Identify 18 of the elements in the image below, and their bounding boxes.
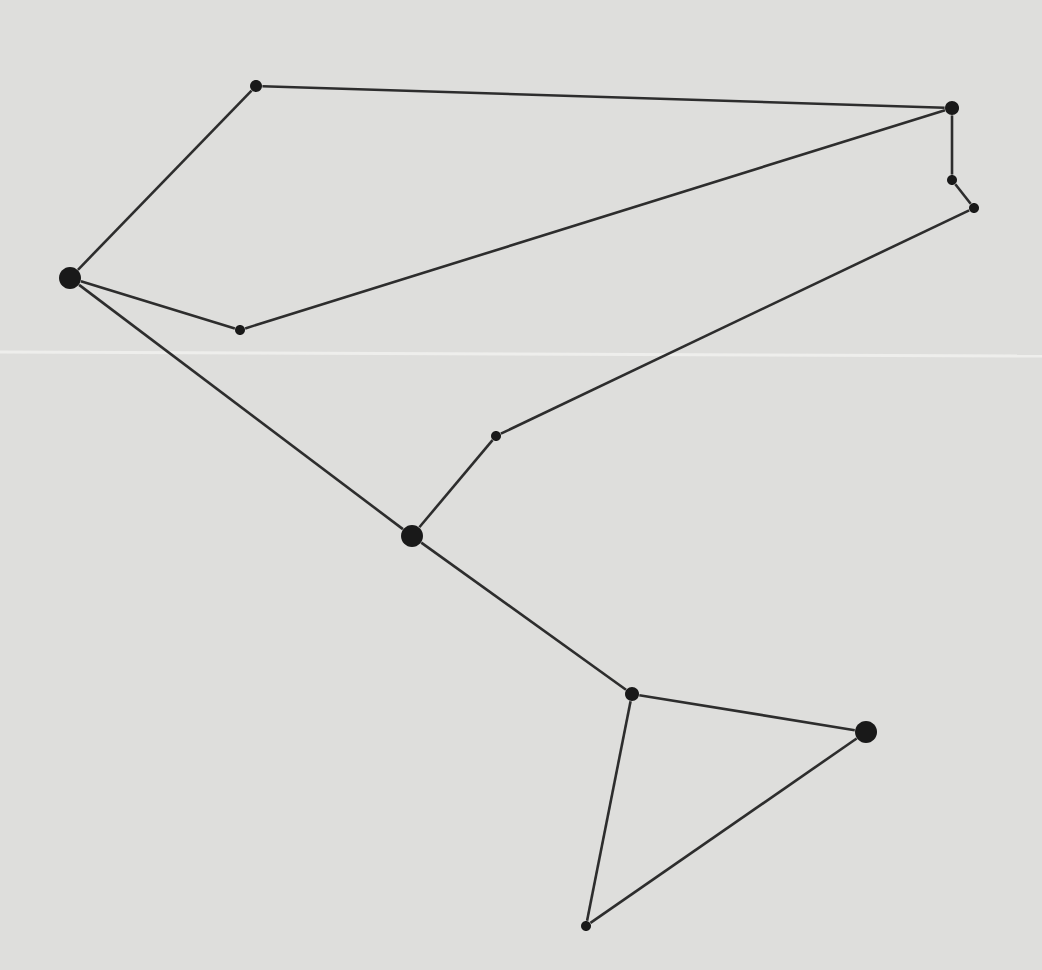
edge-line xyxy=(950,115,954,175)
edge-line xyxy=(639,693,855,732)
vertex-dot xyxy=(855,721,877,743)
vertex-dot xyxy=(401,525,423,547)
vertex-dot xyxy=(59,267,81,289)
edge-line xyxy=(80,280,236,330)
vertex-dot xyxy=(945,101,959,115)
edge-line xyxy=(77,89,253,271)
edge-line xyxy=(418,439,494,529)
vertex-dot xyxy=(625,687,639,701)
edge-line xyxy=(589,737,858,924)
edge-line xyxy=(78,283,404,531)
edge-line xyxy=(585,701,632,921)
edge-line xyxy=(420,541,627,691)
edge-line xyxy=(500,209,970,435)
edge-line xyxy=(954,183,972,205)
edge-line xyxy=(262,84,945,110)
edge-line xyxy=(244,108,946,330)
